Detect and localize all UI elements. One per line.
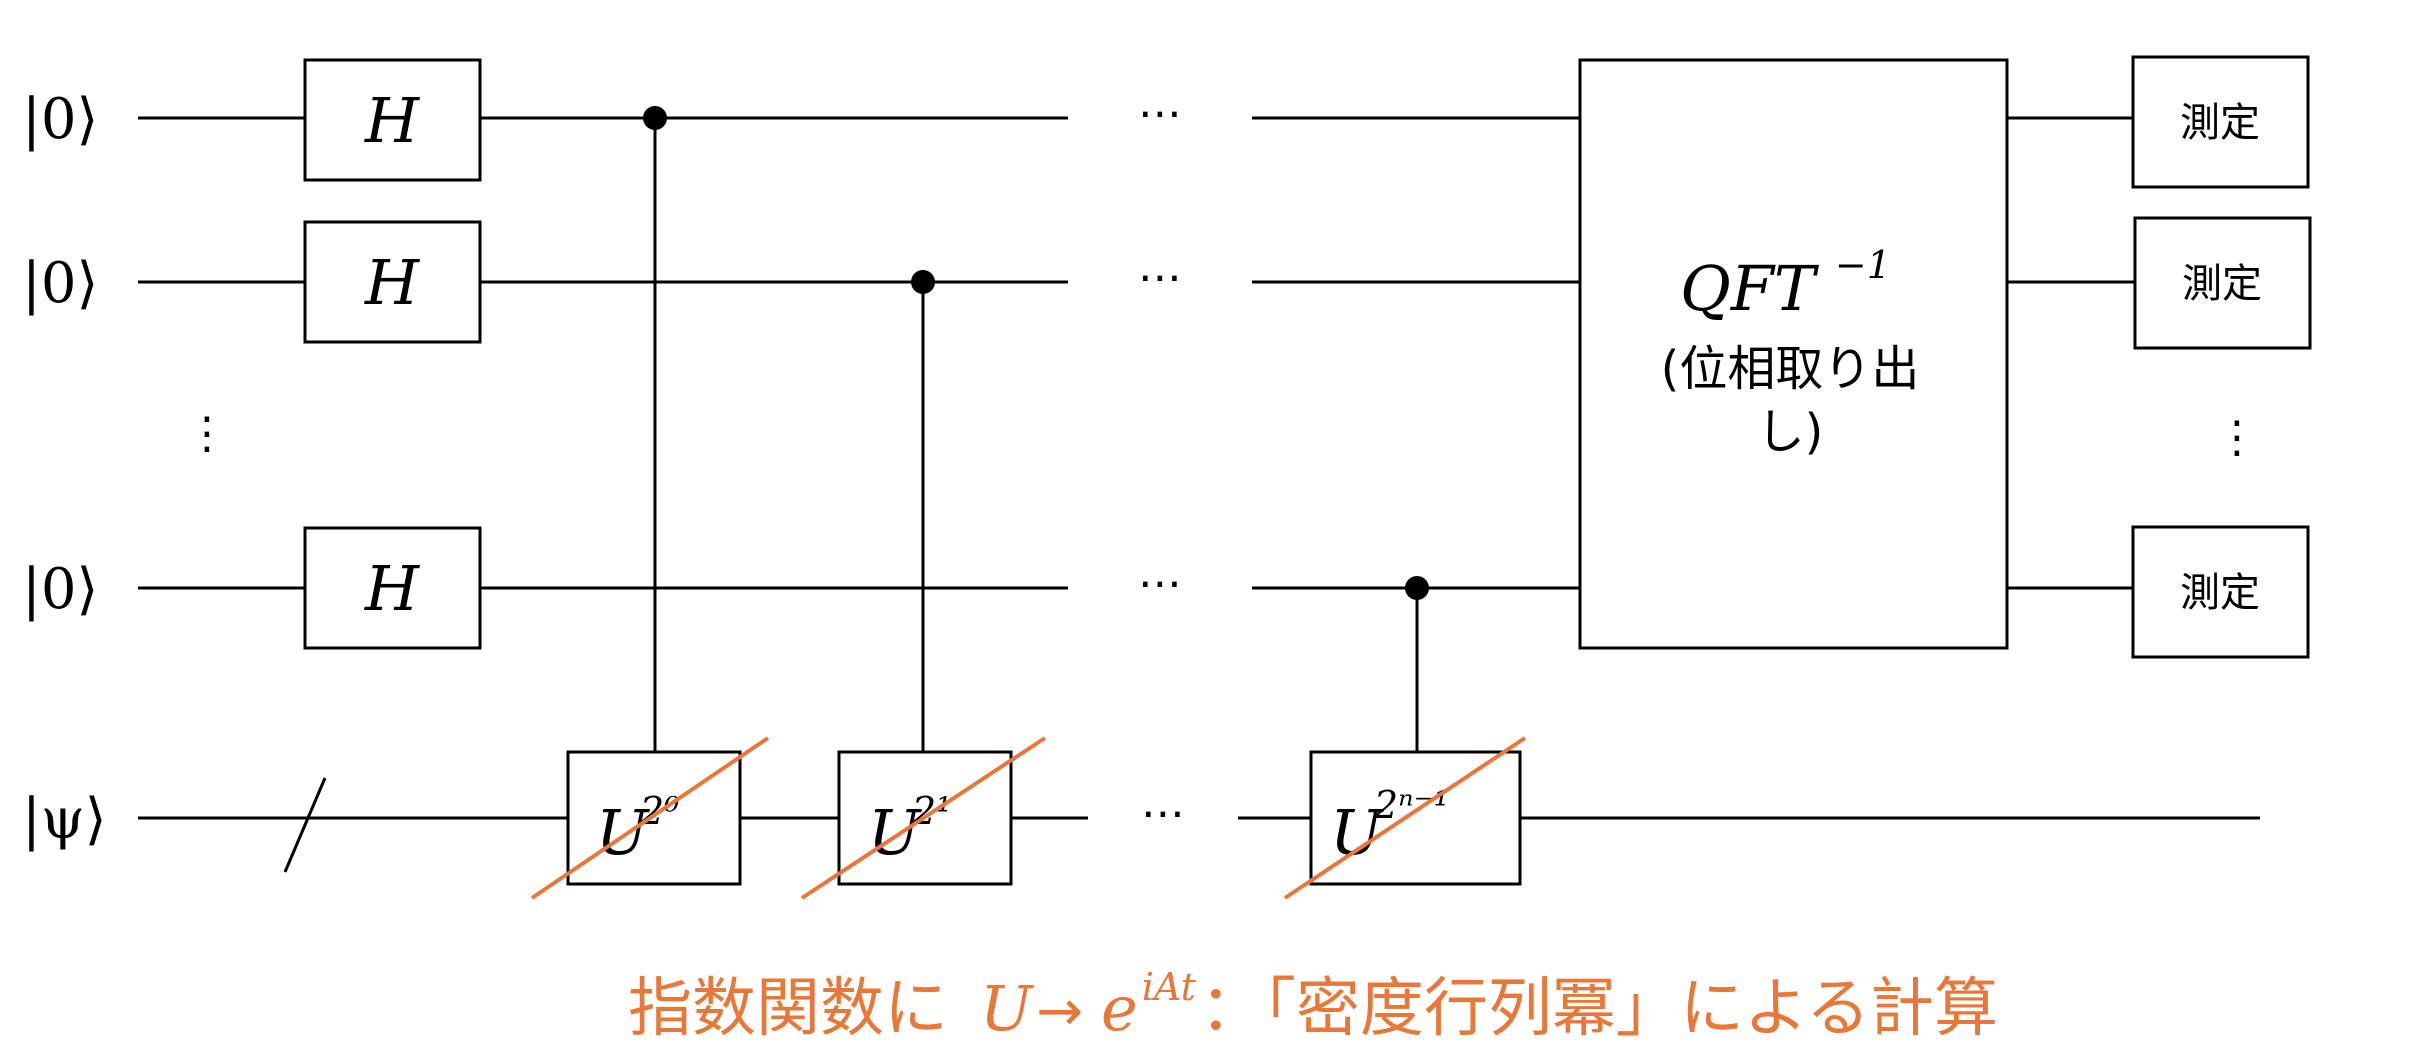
register-slash bbox=[283, 777, 327, 873]
control-dot-2 bbox=[911, 270, 935, 294]
horizontal-ellipsis: ⋯ bbox=[1138, 88, 1182, 139]
hadamard-label: H bbox=[364, 246, 421, 319]
hadamard-label: H bbox=[364, 84, 421, 157]
horizontal-ellipsis: ⋯ bbox=[1138, 252, 1182, 303]
qubit-label: |0⟩ bbox=[22, 251, 98, 316]
strike-through-line bbox=[800, 736, 1047, 900]
qft-caption-line2: し) bbox=[1757, 404, 1824, 460]
horizontal-ellipsis: ⋯ bbox=[1138, 558, 1182, 609]
hadamard-gate-2: H bbox=[303, 220, 482, 344]
qubit-label: |0⟩ bbox=[22, 87, 98, 152]
hadamard-gate-1: H bbox=[303, 58, 482, 182]
control-dot-3 bbox=[1405, 576, 1429, 600]
wires bbox=[138, 116, 2260, 873]
unitary-base: U bbox=[868, 796, 922, 869]
annotation-prefix: 指数関数に bbox=[628, 972, 948, 1046]
qft-superscript: −1 bbox=[1835, 243, 1891, 287]
measurement-box-1: 測定 bbox=[2131, 55, 2310, 189]
measurement-label: 測定 bbox=[2182, 261, 2262, 307]
unitary-base: U bbox=[596, 796, 650, 869]
unitary-base: U bbox=[1330, 796, 1384, 869]
controlled-u-gate-2: U 2¹ bbox=[800, 736, 1047, 900]
measurement-label: 測定 bbox=[2180, 100, 2260, 146]
hadamard-gate-3: H bbox=[303, 526, 482, 650]
control-dot-1 bbox=[643, 106, 667, 130]
inverse-qft-block: QFT −1 (位相取り出 し) bbox=[1578, 58, 2009, 650]
unitary-exponent: 2ⁿ⁻¹ bbox=[1373, 783, 1449, 827]
annotation-suffix: ：「密度行列冪」による計算 bbox=[1200, 972, 1998, 1046]
strike-through-line bbox=[530, 736, 770, 900]
controlled-u-gate-3: U 2ⁿ⁻¹ bbox=[1283, 736, 1527, 900]
horizontal-ellipsis: ⋯ bbox=[1141, 788, 1185, 839]
qubit-vertical-ellipsis: ⋮ bbox=[185, 408, 229, 459]
controlled-u-gate-1: U 2⁰ bbox=[530, 736, 770, 900]
annotation-exponent: iAt bbox=[1142, 965, 1197, 1009]
annotation-text: 指数関数に U → e iAt ：「密度行列冪」による計算 bbox=[628, 965, 1998, 1046]
annotation-u: U bbox=[980, 972, 1034, 1045]
measurement-label: 測定 bbox=[2180, 570, 2260, 616]
annotation-arrow: → bbox=[1036, 979, 1101, 1044]
annotation-e: e bbox=[1101, 972, 1138, 1045]
measurement-box-3: 測定 bbox=[2131, 525, 2310, 659]
qft-title: QFT −1 bbox=[1680, 243, 1891, 325]
qft-caption-line1: (位相取り出 bbox=[1661, 341, 1920, 397]
strike-through-line bbox=[1283, 736, 1527, 900]
measurement-box-2: 測定 bbox=[2133, 216, 2312, 350]
qubit-label: |ψ⟩ bbox=[22, 787, 107, 852]
qft-title-text: QFT bbox=[1680, 252, 1820, 325]
qubit-label: |0⟩ bbox=[22, 557, 98, 622]
measurement-vertical-ellipsis: ⋮ bbox=[2215, 412, 2259, 463]
hadamard-label: H bbox=[364, 552, 421, 625]
